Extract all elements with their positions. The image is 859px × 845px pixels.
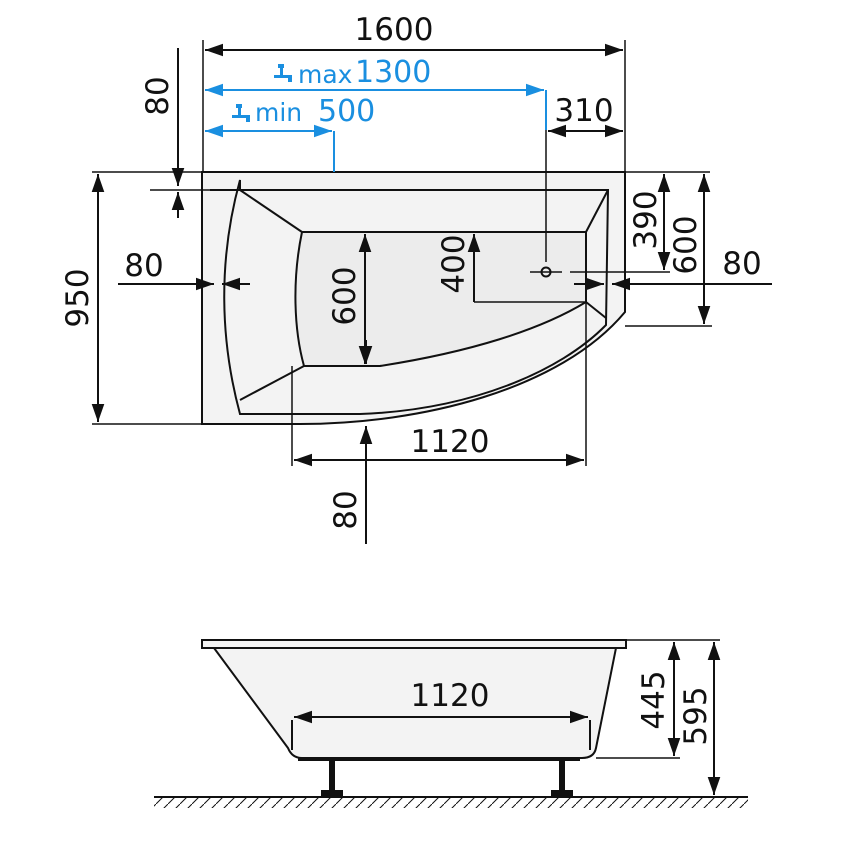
dim-overall-length: 1600	[355, 12, 434, 48]
dim-total-height: 595	[678, 686, 714, 745]
tap-min-label: min	[255, 98, 302, 127]
dim-drain-height: 400	[436, 234, 472, 293]
top-view: 1600 max 1300 min 500 310 80	[60, 12, 772, 544]
dim-inner-length: 1120	[411, 424, 490, 460]
dim-rim-top: 80	[140, 76, 176, 115]
tub-leg	[551, 790, 573, 796]
dim-side-inner-length: 1120	[411, 678, 490, 714]
tub-rim-side	[201, 639, 627, 649]
slope-line	[239, 189, 303, 233]
dim-right-width: 600	[668, 215, 704, 274]
dim-inner-height: 600	[327, 266, 363, 325]
dim-rim-left: 80	[124, 248, 163, 284]
tap-max-label: max	[298, 60, 352, 89]
dim-tub-height: 445	[636, 670, 672, 729]
tub-body-side	[212, 647, 618, 759]
slope-line	[585, 301, 607, 319]
faucet-icon	[274, 64, 292, 82]
tub-rim-inner	[223, 179, 610, 415]
dim-overall-width: 950	[60, 268, 96, 327]
tap-min-value: 500	[318, 94, 375, 129]
tap-max-value: 1300	[355, 55, 431, 90]
dim-drain-offset: 310	[554, 93, 613, 129]
slope-line	[239, 365, 305, 401]
dim-rim-bottom: 80	[328, 490, 364, 529]
side-view: 1120 445 595	[154, 639, 748, 808]
tub-leg	[559, 760, 565, 794]
faucet-icon	[232, 104, 250, 122]
slope-line	[585, 189, 609, 233]
dim-rim-right: 80	[722, 246, 761, 282]
floor-hatch	[154, 798, 748, 808]
tub-leg	[321, 790, 343, 796]
tub-leg	[329, 760, 335, 794]
dim-drain-side-offset: 390	[628, 190, 664, 249]
